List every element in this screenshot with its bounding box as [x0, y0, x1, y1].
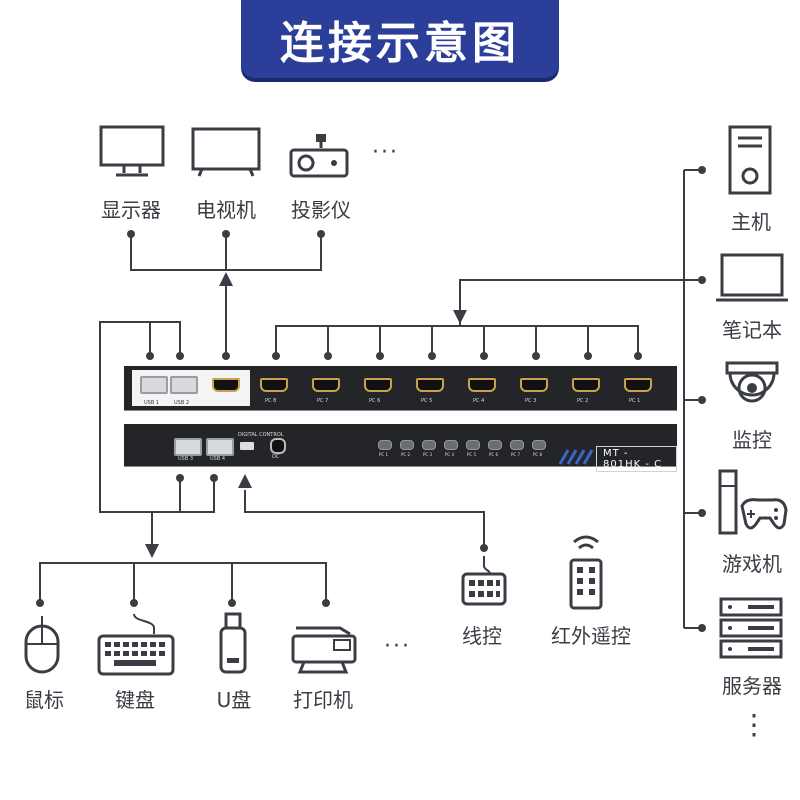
- more-peripherals-ellipsis: ···: [384, 634, 411, 659]
- peripheral-label-printer: 打印机: [293, 688, 353, 712]
- usb-port-2: [170, 376, 198, 394]
- pc-select-button-label: PC 6: [489, 452, 499, 457]
- usb-port-2-label: USB 2: [174, 400, 190, 406]
- hdmi-input-port-label: PC 1: [629, 398, 641, 404]
- laptop-icon: [716, 253, 788, 302]
- pc-select-button[interactable]: [422, 440, 436, 450]
- usb-drive-icon: [219, 612, 247, 674]
- server-icon: [719, 597, 783, 659]
- game-console-icon: [718, 469, 788, 535]
- control-label-ir-remote: 红外遥控: [551, 624, 631, 648]
- hdmi-input-port: [520, 378, 548, 392]
- hdmi-input-port-label: PC 7: [317, 398, 329, 404]
- hdmi-input-port-label: PC 2: [577, 398, 589, 404]
- hdmi-input-port-label: PC 3: [525, 398, 537, 404]
- computer-label-host: 主机: [731, 210, 771, 234]
- pc-select-button-label: PC 2: [401, 452, 411, 457]
- computer-label-laptop: 笔记本: [722, 318, 782, 342]
- model-number: MT - 801HK - C: [596, 446, 677, 472]
- usb-port-4-label: USB 4: [210, 456, 226, 462]
- usb-port-3: [174, 438, 202, 456]
- dc-label: DC: [272, 454, 280, 460]
- display-label-tv: 电视机: [196, 198, 256, 222]
- computer-label-server: 服务器: [722, 674, 782, 698]
- display-label-projector: 投影仪: [291, 198, 351, 222]
- hdmi-output-port: [212, 378, 240, 392]
- computer-label-console: 游戏机: [722, 552, 782, 576]
- hdmi-input-port-label: PC 5: [421, 398, 433, 404]
- usb-port-3-label: USB 3: [178, 456, 194, 462]
- hdmi-input-port: [468, 378, 496, 392]
- pc-select-button[interactable]: [378, 440, 392, 450]
- monitor-icon: [99, 125, 165, 177]
- pc-select-button-label: PC 8: [533, 452, 543, 457]
- mouse-icon: [24, 616, 60, 674]
- pc-select-button[interactable]: [400, 440, 414, 450]
- kvm-front-panel: USB 1 USB 2 PC 8 PC 7 PC 6 PC 5 PC 4 PC 3 PC 2…: [124, 366, 677, 410]
- more-displays-ellipsis: ···: [372, 140, 399, 165]
- diagram-title: 连接示意图: [280, 18, 520, 69]
- pc-select-button[interactable]: [510, 440, 524, 450]
- peripheral-label-mouse: 鼠标: [24, 688, 64, 712]
- pc-select-button-label: PC 1: [379, 452, 389, 457]
- keyboard-icon: [97, 613, 175, 676]
- pc-tower-icon: [728, 125, 772, 195]
- peripheral-label-keyboard: 键盘: [115, 688, 155, 712]
- wired-control-icon: [461, 556, 507, 606]
- pc-select-button[interactable]: [466, 440, 480, 450]
- hdmi-input-port-label: PC 4: [473, 398, 485, 404]
- usb-port-1: [140, 376, 168, 394]
- hdmi-input-port-label: PC 8: [265, 398, 277, 404]
- security-camera-icon: [725, 361, 779, 403]
- printer-icon: [291, 626, 357, 674]
- pc-select-button-label: PC 3: [423, 452, 433, 457]
- stripe-decoration: [558, 449, 594, 465]
- digital-control-port: [240, 442, 254, 450]
- pc-select-button-label: PC 5: [467, 452, 477, 457]
- control-label-wired: 线控: [462, 624, 502, 648]
- projector-icon: [289, 134, 349, 178]
- title-banner: 连接示意图: [241, 0, 559, 78]
- pc-select-button[interactable]: [444, 440, 458, 450]
- hdmi-input-port: [572, 378, 600, 392]
- display-label-monitor: 显示器: [101, 198, 161, 222]
- usb-port-1-label: USB 1: [144, 400, 160, 406]
- hdmi-input-port: [416, 378, 444, 392]
- usb-port-4: [206, 438, 234, 456]
- hdmi-input-port: [624, 378, 652, 392]
- more-computers-ellipsis: ⋮: [740, 708, 768, 741]
- hdmi-input-port-label: PC 6: [369, 398, 381, 404]
- pc-select-button-label: PC 4: [445, 452, 455, 457]
- pc-select-button[interactable]: [488, 440, 502, 450]
- computer-label-camera: 监控: [732, 428, 772, 452]
- digital-control-label: DIGITAL CONTROL: [238, 432, 284, 438]
- hdmi-input-port: [260, 378, 288, 392]
- tv-icon: [191, 127, 261, 177]
- pc-select-button[interactable]: [532, 440, 546, 450]
- hdmi-input-port: [364, 378, 392, 392]
- ir-remote-icon: [569, 535, 603, 610]
- dc-power-port: [270, 438, 286, 454]
- pc-select-button-label: PC 7: [511, 452, 521, 457]
- kvm-back-panel: USB 3 USB 4 DIGITAL CONTROL DC PC 1 PC 2 P…: [124, 424, 677, 472]
- peripheral-label-usb-drive: U盘: [216, 688, 252, 712]
- hdmi-input-port: [312, 378, 340, 392]
